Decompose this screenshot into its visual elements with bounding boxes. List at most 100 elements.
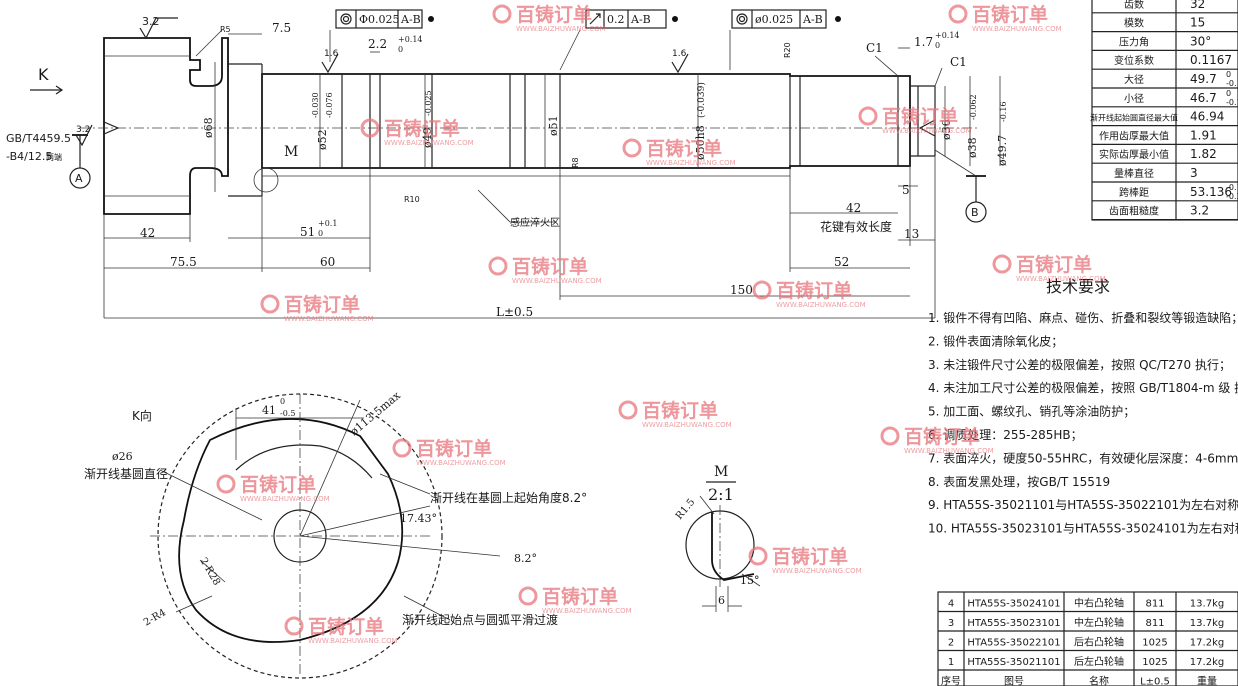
m-detail-scale: 2:1 — [708, 485, 734, 504]
dim-6: 6 — [718, 594, 725, 607]
dim-13: 13 — [904, 227, 919, 241]
watermark-text: 百铸订单 — [1016, 253, 1092, 276]
param-label: 模数 — [1124, 17, 1144, 30]
tech-req-item: 8. 表面发黑处理，按GB/T 15519 — [928, 474, 1110, 489]
dim-51: 51 — [300, 225, 315, 239]
dia-38: ø38 — [966, 137, 979, 158]
bom-cell: 1025 — [1142, 638, 1167, 649]
dim-total-length: L±0.5 — [496, 305, 533, 319]
param-sub: -0.16 — [1226, 79, 1238, 88]
m-detail: M 2:1 R1.5 15° 6 — [674, 464, 761, 612]
watermark-url: WWW.BAIZHUWANG.COM — [384, 139, 474, 147]
param-value: 0.1167 — [1190, 53, 1232, 67]
c1-right: C1 — [950, 55, 967, 69]
tech-req-item: 5. 加工面、螺纹孔、销孔等涂油防护； — [928, 404, 1135, 419]
bom-cell: 13.7kg — [1190, 618, 1224, 629]
watermark-text: 百铸订单 — [972, 3, 1048, 26]
roughness-flange: 3.2 — [142, 15, 160, 28]
dim-42-left: 42 — [140, 226, 155, 240]
angle-17-43: 17.43° — [400, 512, 437, 525]
param-label: 实际齿厚最小值 — [1099, 148, 1169, 161]
dim-2-2: 2.2 — [368, 37, 387, 51]
datum-b: B — [971, 206, 979, 219]
dim-51-tol: +0.1 — [318, 219, 337, 228]
watermark-text: 百铸订单 — [384, 117, 460, 140]
r4-label: 2-R4 — [142, 607, 168, 628]
param-value: 3.2 — [1190, 204, 1209, 218]
roughness-32b: 3.2 — [76, 125, 90, 135]
quench-zone-label: 感应淬火区 — [510, 216, 560, 229]
param-sup: -0.13 — [1226, 183, 1238, 192]
watermark-url: WWW.BAIZHUWANG.COM — [416, 459, 506, 467]
angle-15: 15° — [740, 574, 760, 587]
fcf-mid-datum: A-B — [630, 13, 651, 26]
bom-header-cell: 图号 — [1004, 676, 1024, 686]
datum-a: A — [75, 172, 83, 185]
shaft-labels: K 3.2 R5 7.5 2.2 +0.14 0 1.6 1.6 R20 C1 … — [6, 13, 1009, 319]
c1-left: C1 — [866, 41, 883, 55]
param-label: 变位系数 — [1114, 54, 1154, 67]
param-label: 压力角 — [1119, 35, 1149, 48]
bom-cell: 17.2kg — [1190, 638, 1224, 649]
fcf-left-datum: A-B — [400, 13, 421, 26]
watermark-text: 百铸订单 — [308, 615, 384, 638]
param-value: 53.136 — [1190, 185, 1232, 199]
param-sup: 0 — [1226, 70, 1231, 79]
dim-52: 52 — [834, 255, 849, 269]
smooth-transition-note: 渐开线起始点与圆弧平滑过渡 — [402, 612, 558, 627]
dia-50: ø50h8 — [694, 125, 707, 160]
tech-req-item: 6. 调质处理：255-285HB； — [928, 428, 1083, 442]
bom-cell: 后右凸轮轴 — [1074, 636, 1124, 649]
k-view — [150, 393, 501, 679]
param-label: 齿面粗糙度 — [1109, 205, 1159, 218]
tech-req-item: 7. 表面淬火，硬度50-55HRC，有效硬化层深度：4-6mm — [928, 450, 1238, 465]
roughness-16a: 1.6 — [324, 49, 339, 59]
watermark-url: WWW.BAIZHUWANG.COM — [308, 637, 398, 645]
watermark-url: WWW.BAIZHUWANG.COM — [512, 277, 602, 285]
tech-req-item: 2. 锻件表面清除氧化皮； — [928, 333, 1063, 348]
param-value: 1.82 — [1190, 147, 1217, 161]
tech-req-item: 10. HTA55S-35023101与HTA55S-35024101为左右对称… — [928, 521, 1238, 536]
watermark-text: 百铸订单 — [516, 3, 592, 26]
dim-7-5: 7.5 — [272, 21, 291, 35]
bom-cell: 17.2kg — [1190, 657, 1224, 668]
parameter-table: 齿数32模数15压力角30°变位系数0.1167大径49.70-0.16小径46… — [1090, 0, 1238, 221]
bom-cell: 3 — [948, 618, 954, 629]
param-label: 量棒直径 — [1114, 167, 1154, 180]
param-sup: 0 — [1226, 89, 1231, 98]
watermark-url: WWW.BAIZHUWANG.COM — [1016, 275, 1106, 283]
m-detail-title: M — [714, 464, 728, 480]
bom-cell: 1 — [948, 657, 954, 668]
dia-68: ø68 — [202, 117, 215, 138]
bom-cell: HTA55S-35023101 — [967, 618, 1060, 629]
watermark-text: 百铸订单 — [772, 545, 848, 568]
param-label: 齿数 — [1124, 0, 1144, 11]
m-marker: M — [284, 144, 298, 160]
std-note-3: 两端 — [46, 152, 62, 162]
k-view-labels: K向 41 0 -0.5 ø113.5max ø26 渐开线基圆直径 渐开线在基… — [84, 388, 587, 628]
dia-52: ø52 — [316, 129, 329, 150]
r20-label: R20 — [783, 42, 792, 58]
bom-cell: HTA55S-35024101 — [967, 599, 1060, 610]
watermark-url: WWW.BAIZHUWANG.COM — [904, 447, 994, 455]
tech-req-item: 4. 未注加工尺寸公差的极限偏差，按照 GB/T1804-m 级 执行； — [928, 380, 1238, 395]
bom-cell: 2 — [948, 638, 954, 649]
dim-2-2-tol: +0.14 — [398, 35, 423, 44]
watermark-text: 百铸订单 — [284, 293, 360, 316]
dim-41: 41 — [262, 404, 276, 417]
dim-60: 60 — [320, 255, 335, 269]
dim-41-tol: -0.5 — [280, 409, 295, 418]
bom-cell: 811 — [1145, 618, 1164, 629]
watermark-url: WWW.BAIZHUWANG.COM — [542, 607, 632, 615]
watermark-url: WWW.BAIZHUWANG.COM — [772, 567, 862, 575]
dia-36: ø36 — [940, 119, 953, 140]
